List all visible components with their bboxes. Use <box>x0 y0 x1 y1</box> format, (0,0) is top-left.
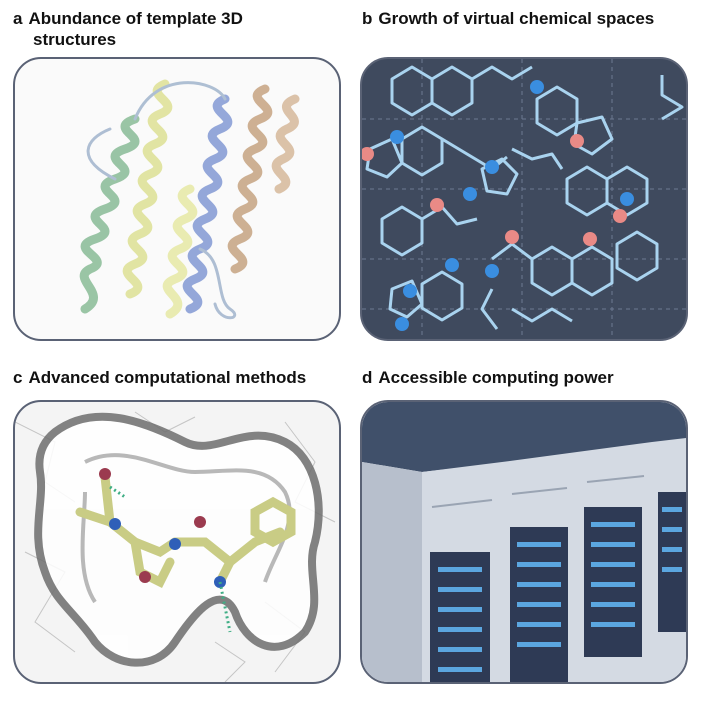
five-ring-2 <box>365 137 404 179</box>
atom-blue-4 <box>463 187 477 201</box>
panel-d-server-racks <box>360 400 688 684</box>
helix-blue-1 <box>182 94 233 314</box>
panel-c-title-text: Advanced computational methods <box>28 368 307 387</box>
server-rack-4 <box>652 438 686 682</box>
atom-red-3 <box>430 198 444 212</box>
loop-strand <box>86 81 237 320</box>
hydrogen-bonds <box>109 485 232 633</box>
chain-6 <box>480 288 499 330</box>
atom-blue-3 <box>485 160 499 174</box>
server-top-surface <box>362 402 686 472</box>
atom-blue-1 <box>530 80 544 94</box>
atom-red-2 <box>362 147 374 161</box>
chain-7 <box>511 307 573 323</box>
benzene-ring-3 <box>535 85 579 137</box>
server-vents <box>431 475 645 508</box>
chain-2 <box>441 137 508 171</box>
server-leds <box>438 507 682 672</box>
panel-a-title-line1: Abundance of template 3D <box>28 9 243 28</box>
panel-b-title-text: Growth of virtual chemical spaces <box>378 9 655 28</box>
helix-yellow-1 <box>122 79 173 299</box>
server-racks-illustration <box>362 402 686 682</box>
ligand-nitrogen-1 <box>109 518 121 530</box>
panel-b-letter: b <box>362 9 373 28</box>
panel-a-letter: a <box>13 9 23 28</box>
chain-8 <box>660 75 684 121</box>
panel-d-title: d Accessible computing power <box>362 367 614 388</box>
atom-red-6 <box>613 209 627 223</box>
chain-4 <box>421 205 478 226</box>
ligand-oxygen-1 <box>99 468 111 480</box>
binding-pocket-illustration <box>15 411 336 682</box>
atom-blue-6 <box>485 264 499 278</box>
atom-blue-2 <box>390 130 404 144</box>
benzene-ring-1 <box>390 65 434 117</box>
chain-5 <box>491 242 533 261</box>
atom-blue-9 <box>620 192 634 206</box>
panel-d-title-text: Accessible computing power <box>378 368 614 387</box>
helix-yellow-2 <box>162 184 198 319</box>
five-ring-4 <box>388 279 424 319</box>
atom-blue-5 <box>445 258 459 272</box>
benzene-ring-5 <box>565 165 609 217</box>
panel-a-protein-structure <box>13 57 341 341</box>
chain-1 <box>471 65 533 81</box>
atom-blue-8 <box>395 317 409 331</box>
helix-green-1 <box>79 114 140 314</box>
benzene-ring-7 <box>380 205 424 257</box>
panel-b-title: b Growth of virtual chemical spaces <box>362 8 654 29</box>
atom-red-4 <box>505 230 519 244</box>
benzene-ring-11 <box>420 270 464 322</box>
atom-red-1 <box>570 134 584 148</box>
panel-b-chemical-space <box>360 57 688 341</box>
chemical-structures-illustration <box>362 59 686 339</box>
helix-tan-1 <box>227 84 273 274</box>
panel-c-title: c Advanced computational methods <box>13 367 306 388</box>
panel-c-letter: c <box>13 368 23 387</box>
benzene-ring-8 <box>530 245 574 297</box>
ligand-oxygen-3 <box>194 516 206 528</box>
ligand-oxygen-2 <box>139 571 151 583</box>
benzene-ring-9 <box>570 245 614 297</box>
benzene-ring-10 <box>615 230 659 282</box>
panel-a-title-line2: structures <box>33 30 117 49</box>
helix-tan-2 <box>271 94 300 194</box>
ligand-bonds <box>75 472 296 589</box>
chain-3 <box>511 147 564 170</box>
ligand-nitrogen-2 <box>169 538 181 550</box>
panel-d-letter: d <box>362 368 373 387</box>
atom-blue-7 <box>403 284 417 298</box>
panel-c-docking-pocket <box>13 400 341 684</box>
benzene-ring-2 <box>430 65 474 117</box>
benzene-ring-6 <box>605 165 649 217</box>
protein-ribbon-illustration <box>79 79 300 320</box>
atom-red-5 <box>583 232 597 246</box>
five-ring-3 <box>480 157 519 196</box>
panel-a-title: a Abundance of template 3D structures <box>13 8 243 50</box>
